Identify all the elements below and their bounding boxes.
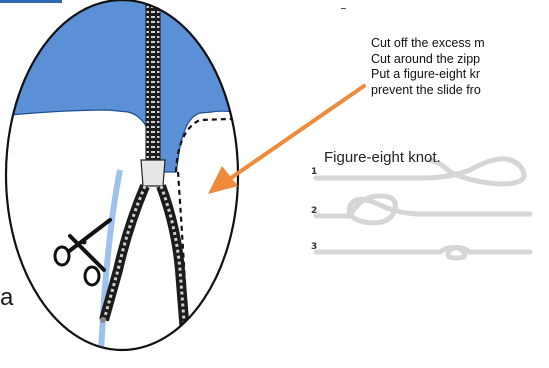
knot-step-number: 2 [311,207,317,216]
instruction-line: Cut off the excess m [371,36,549,52]
instruction-line: Put a figure-eight kr [371,67,549,83]
zipper-strip [146,0,160,160]
figure-eight-knot-diagram [316,159,530,258]
zipper-slider [141,160,165,186]
knot-caption: Figure-eight knot. [324,150,441,165]
instruction-line: Cut around the zipp [371,52,549,68]
stray-text: a [0,286,13,310]
instruction-line: prevent the slide fro [371,83,549,99]
knot-step-number: 1 [311,168,317,177]
knot-step-number: 3 [311,243,317,252]
instructions-text: Cut off the excess m Cut around the zipp… [371,36,549,104]
